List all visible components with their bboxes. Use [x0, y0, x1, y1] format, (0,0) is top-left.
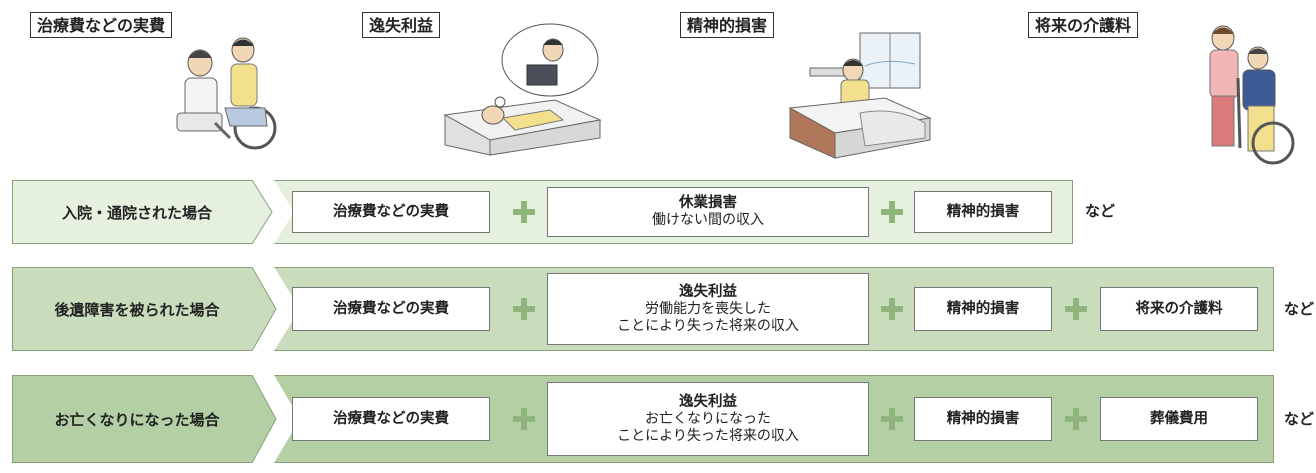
category-label-treatment: 治療費などの実費 [30, 12, 173, 38]
lost-income-box: 休業損害 働けない間の収入 [547, 187, 869, 237]
box-line: 働けない間の収入 [652, 212, 764, 228]
etc-suffix: など [1085, 202, 1116, 220]
cost-box: 治療費などの実費 [292, 191, 490, 233]
plus-icon [513, 201, 535, 223]
plus-icon [513, 298, 535, 320]
plus-icon [881, 408, 903, 430]
funeral-cost-box: 葬儀費用 [1100, 397, 1258, 441]
plus-icon [1065, 408, 1087, 430]
box-title: 休業損害 [679, 195, 737, 211]
category-label-lost-earnings: 逸失利益 [362, 12, 441, 38]
etc-suffix: など [1284, 410, 1315, 428]
plus-icon [881, 298, 903, 320]
mental-damage-box: 精神的損害 [914, 191, 1052, 233]
row-death: お亡くなりになった場合 治療費などの実費 逸失利益 お亡くなりになった ことによ… [12, 375, 1274, 463]
row-title: お亡くなりになった場合 [54, 410, 220, 429]
cost-box: 治療費などの実費 [292, 287, 490, 331]
bedridden-thought-illustration [443, 23, 602, 156]
box-line: ことにより失った将来の収入 [617, 317, 799, 334]
hospital-bed-illustration [788, 32, 932, 159]
nursing-care-box: 将来の介護料 [1100, 287, 1258, 331]
row-title: 入院・通院された場合 [61, 203, 212, 222]
box-line: お亡くなりになった [645, 410, 771, 427]
mental-damage-box: 精神的損害 [914, 287, 1052, 331]
box-line: ことにより失った将来の収入 [617, 427, 799, 444]
box-title: 逸失利益 [679, 283, 737, 300]
row-hospitalization: 入院・通院された場合 治療費などの実費 休業損害 働けない間の収入 精神的損害 [12, 180, 1073, 244]
doctor-wheelchair-illustration [176, 37, 277, 150]
row-disability: 後遺障害を被られた場合 治療費などの実費 逸失利益 労働能力を喪失した ことによ… [12, 267, 1274, 351]
caregiver-wheelchair-illustration [1209, 25, 1295, 165]
box-title: 逸失利益 [679, 393, 737, 410]
chevron-divider [252, 180, 294, 244]
plus-icon [1065, 298, 1087, 320]
box-line: 労働能力を喪失した [645, 300, 771, 317]
lost-earnings-box: 逸失利益 労働能力を喪失した ことにより失った将来の収入 [547, 273, 869, 345]
chevron-divider [252, 375, 300, 463]
chevron-divider [252, 267, 300, 351]
cost-box: 治療費などの実費 [292, 397, 490, 441]
etc-suffix: など [1284, 300, 1315, 318]
category-label-mental-damage: 精神的損害 [680, 12, 775, 38]
plus-icon [881, 201, 903, 223]
plus-icon [513, 408, 535, 430]
mental-damage-box: 精神的損害 [914, 397, 1052, 441]
category-label-nursing-care: 将来の介護料 [1028, 12, 1139, 38]
lost-earnings-box: 逸失利益 お亡くなりになった ことにより失った将来の収入 [547, 382, 869, 456]
row-title: 後遺障害を被られた場合 [54, 300, 220, 319]
